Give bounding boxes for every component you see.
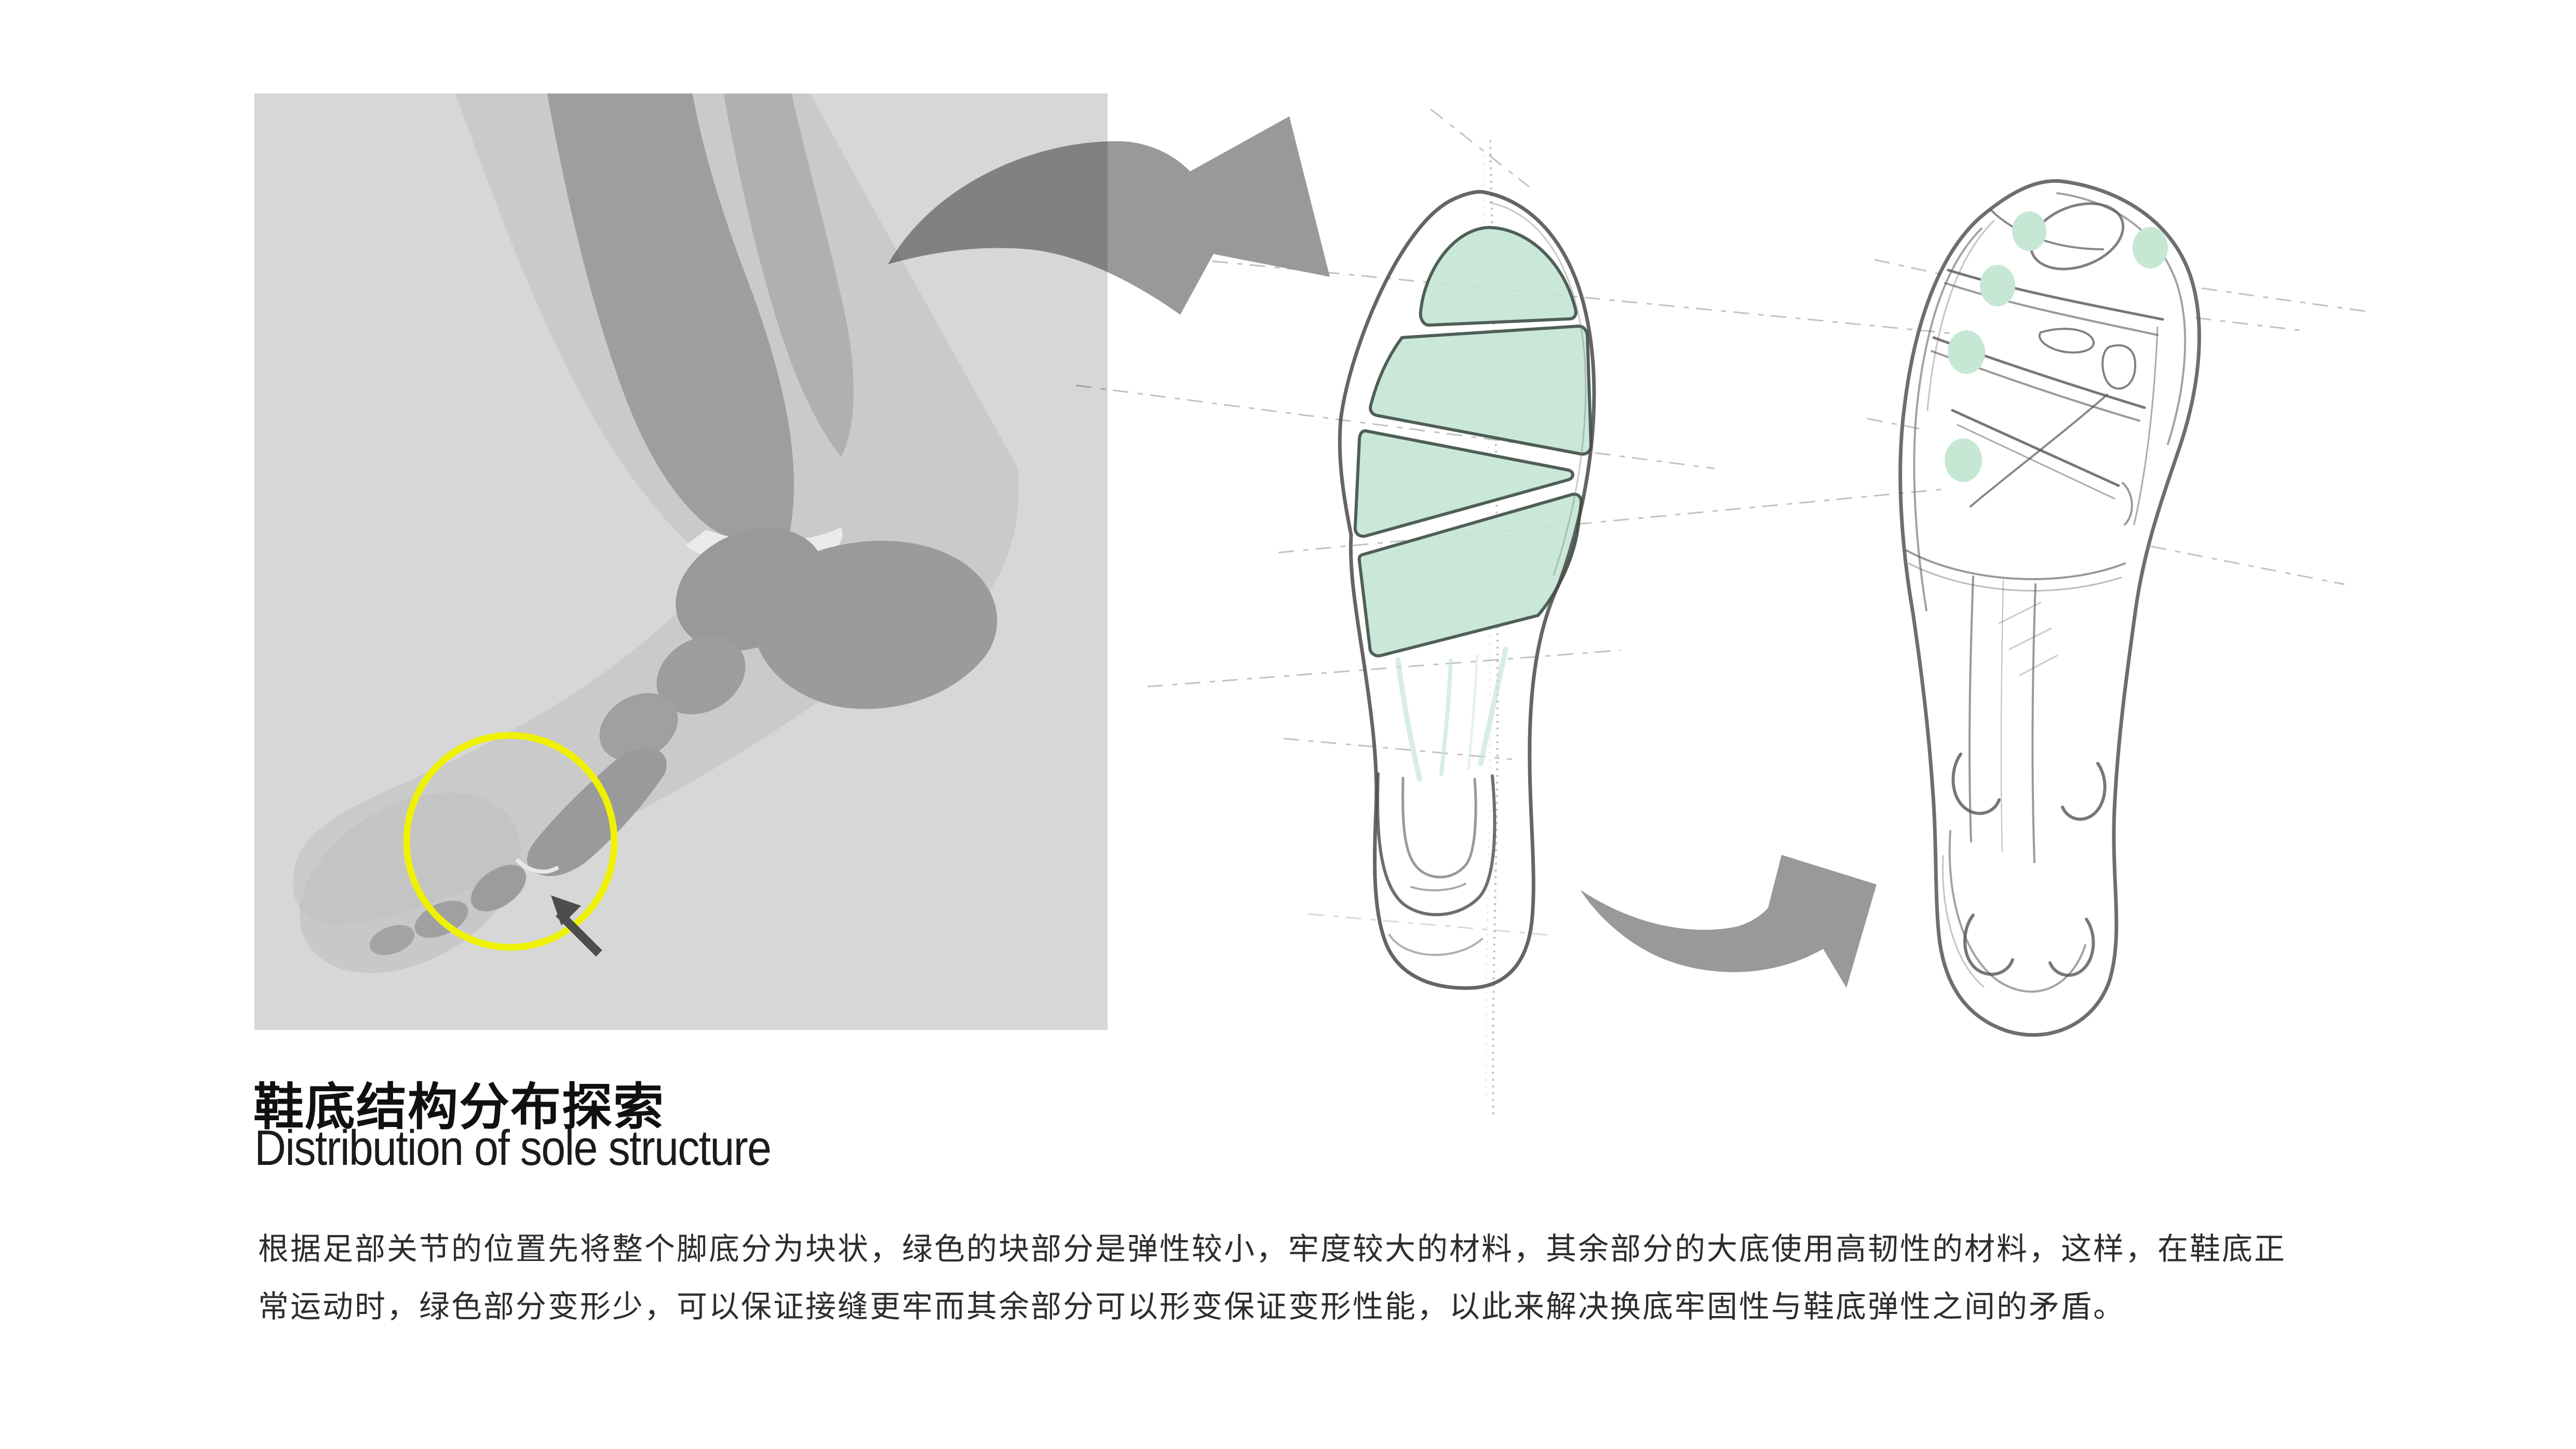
- heel-insert: [1375, 772, 1496, 956]
- stud-dot: [1945, 438, 1982, 482]
- green-block-4: [1357, 492, 1583, 658]
- cuneiform-bone: [599, 693, 678, 761]
- description-paragraph: 根据足部关节的位置先将整个脚底分为块状，绿色的块部分是弹性较小，牢度较大的材料，…: [258, 1220, 2286, 1336]
- stud-dot: [2133, 227, 2168, 269]
- green-block-group: [1353, 226, 1593, 658]
- stud-dot-group: [1945, 211, 2168, 482]
- stud-dot: [1948, 330, 1985, 374]
- pointer-arrow-icon: [551, 895, 602, 957]
- description-line-2: 常运动时，绿色部分变形少，可以保证接缝更牢而其余部分可以形变保证变形性能，以此来…: [258, 1289, 2126, 1324]
- heel-bone: [753, 541, 997, 709]
- sole-outline-echo: [1489, 202, 1587, 576]
- green-block-toecap: [1419, 226, 1577, 327]
- cleat-sole-sketch: [1898, 179, 2201, 1037]
- page-title-en: Distribution of sole structure: [254, 1120, 772, 1176]
- flow-arrow-1-icon: [888, 116, 1330, 315]
- shank-green-streaks: [1395, 647, 1508, 782]
- toe-pad: [300, 793, 521, 973]
- page-title-zh: 鞋底结构分布探索: [253, 1079, 665, 1135]
- stud-dot: [1980, 265, 2015, 306]
- highlight-circle: [403, 732, 618, 951]
- guide-lines: [1075, 108, 2368, 936]
- stud-dot: [2012, 211, 2046, 251]
- tibia-bone: [547, 93, 794, 545]
- toe-tip-bone: [369, 925, 415, 955]
- phalanx-bone-1: [470, 865, 527, 911]
- flow-arrow-2-icon: [1580, 855, 1877, 988]
- cleat-sole-outline: [1898, 179, 2201, 1037]
- green-block-2: [1369, 325, 1593, 456]
- sesamoid-highlight: [515, 858, 560, 874]
- sole-plan-sketch: [1338, 140, 1596, 1117]
- metatarsal-bone: [527, 748, 667, 876]
- description-line-1: 根据足部关节的位置先将整个脚底分为块状，绿色的块部分是弹性较小，牢度较大的材料，…: [258, 1232, 2287, 1266]
- fibula-bone: [723, 93, 854, 457]
- sole-outline: [1338, 190, 1596, 990]
- navicular-bone: [656, 636, 746, 715]
- green-block-3: [1353, 429, 1574, 538]
